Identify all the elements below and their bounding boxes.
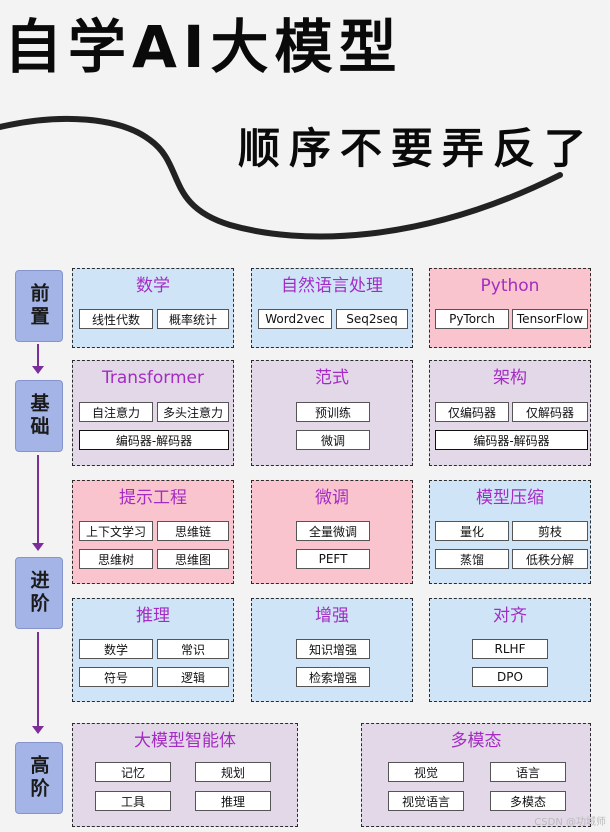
chip: 思维图 [157, 549, 229, 569]
chip: 微调 [296, 430, 370, 450]
box-architecture: 架构 仅编码器 仅解码器 编码器-解码器 [429, 360, 591, 466]
chip: DPO [472, 667, 548, 687]
chip: 编码器-解码器 [435, 430, 588, 450]
chip: 记忆 [95, 762, 171, 782]
chip: 概率统计 [157, 309, 229, 329]
chip: 全量微调 [296, 521, 370, 541]
chip: 知识增强 [296, 639, 370, 659]
watermark: CSDN @功城师 [534, 817, 606, 828]
chip: 仅编码器 [435, 402, 509, 422]
chip: 编码器-解码器 [79, 430, 229, 450]
chip: 线性代数 [79, 309, 153, 329]
swoosh-decoration [0, 115, 563, 240]
box-finetune: 微调 全量微调 PEFT [251, 480, 413, 584]
chip: 多模态 [490, 791, 566, 811]
box-title: 对齐 [493, 606, 527, 626]
box-math: 数学 线性代数 概率统计 [72, 268, 234, 348]
box-title: Transformer [101, 368, 204, 388]
box-title: 架构 [493, 368, 527, 388]
chip: 视觉语言 [388, 791, 464, 811]
box-python: Python PyTorch TensorFlow [429, 268, 591, 348]
main-title: 自学AI大模型 [4, 13, 403, 81]
chip: 上下文学习 [79, 521, 153, 541]
stage-basic: 基础 [15, 380, 63, 452]
chip: 量化 [435, 521, 509, 541]
chip: 推理 [195, 791, 271, 811]
chip: 语言 [490, 762, 566, 782]
box-title: 微调 [315, 488, 349, 508]
arrow-3 [32, 632, 44, 734]
chip: 规划 [195, 762, 271, 782]
box-title: 模型压缩 [476, 488, 544, 508]
box-title: 推理 [136, 606, 170, 626]
chip: 逻辑 [157, 667, 229, 687]
chip: PEFT [296, 549, 370, 569]
stage-advanced: 进阶 [15, 557, 63, 629]
box-title: 提示工程 [119, 488, 187, 508]
chip: 工具 [95, 791, 171, 811]
box-llm-agent: 大模型智能体 记忆 规划 工具 推理 [72, 723, 298, 827]
stage-prerequisite: 前置 [15, 270, 63, 342]
box-model-compression: 模型压缩 量化 剪枝 蒸馏 低秩分解 [429, 480, 591, 584]
box-title: 数学 [136, 276, 170, 296]
box-title: 大模型智能体 [134, 731, 236, 751]
box-alignment: 对齐 RLHF DPO [429, 598, 591, 702]
box-title: Python [480, 276, 540, 296]
chip: Word2vec [258, 309, 332, 329]
chip: 思维链 [157, 521, 229, 541]
chip: 仅解码器 [512, 402, 588, 422]
chip: 检索增强 [296, 667, 370, 687]
box-augmentation: 增强 知识增强 检索增强 [251, 598, 413, 702]
chip: 符号 [79, 667, 153, 687]
box-prompt-engineering: 提示工程 上下文学习 思维链 思维树 思维图 [72, 480, 234, 584]
chip: TensorFlow [512, 309, 588, 329]
chip: 剪枝 [512, 521, 588, 541]
arrow-1 [32, 344, 44, 374]
box-multimodal: 多模态 视觉 语言 视觉语言 多模态 [361, 723, 591, 827]
chip: Seq2seq [336, 309, 408, 329]
box-title: 自然语言处理 [281, 276, 383, 296]
box-title: 范式 [315, 368, 349, 388]
chip: 思维树 [79, 549, 153, 569]
chip: 数学 [79, 639, 153, 659]
chip: 低秩分解 [512, 549, 588, 569]
box-nlp: 自然语言处理 Word2vec Seq2seq [251, 268, 413, 348]
box-reasoning: 推理 数学 常识 符号 逻辑 [72, 598, 234, 702]
box-title: 增强 [315, 606, 349, 626]
chip: 蒸馏 [435, 549, 509, 569]
chip: PyTorch [435, 309, 509, 329]
box-title: 多模态 [450, 731, 502, 751]
chip: 自注意力 [79, 402, 153, 422]
chip: 常识 [157, 639, 229, 659]
arrow-2 [32, 455, 44, 551]
subtitle: 顺序不要弄反了 [238, 124, 596, 173]
chip: 预训练 [296, 402, 370, 422]
chip: 多头注意力 [157, 402, 229, 422]
stage-expert: 高阶 [15, 742, 63, 814]
box-paradigm: 范式 预训练 微调 [251, 360, 413, 466]
chip: RLHF [472, 639, 548, 659]
chip: 视觉 [388, 762, 464, 782]
box-transformer: Transformer 自注意力 多头注意力 编码器-解码器 [72, 360, 234, 466]
